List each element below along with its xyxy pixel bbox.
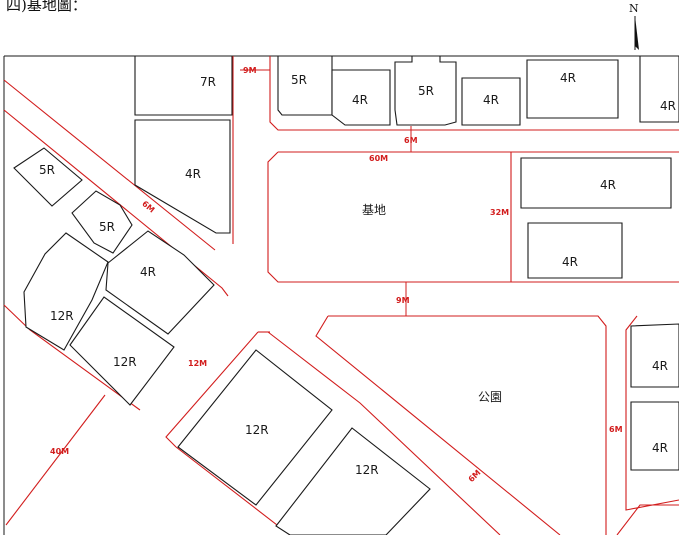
building-4r-top-4 [639,55,679,123]
road-line-diag-left [3,109,229,297]
road-line-40m [5,394,106,526]
building-4r-right-1 [630,323,679,388]
label-12r-mid-1: 12R [245,423,269,437]
label-4r-top-4: 4R [660,99,676,113]
building-5r-top [277,55,333,116]
building-4r-site-right-2 [527,222,623,279]
building-12r-left-2 [69,296,175,406]
road-label-32m: 32M [490,208,509,217]
label-4r-top-1: 4R [352,93,368,107]
label-12r-mid-2: 12R [355,463,379,477]
site-label: 基地 [362,203,386,217]
building-5r-left-1 [13,147,83,207]
label-4r-top-2: 4R [483,93,499,107]
building-5r-top-2 [394,55,457,126]
label-4r-left-tall: 4R [185,167,201,181]
road-line-mid-diag [267,331,501,535]
road-line-park-left [315,315,561,535]
north-arrow-icon: N [626,2,646,52]
label-7r: 7R [200,75,216,89]
map-caption: 四)基地圖： [6,0,87,14]
road-label-40m: 40M [50,447,69,456]
label-5r-top: 5R [291,73,307,87]
building-12r-left-1 [23,232,109,351]
road-label-6m-top: 6M [404,136,418,145]
label-12r-left-1: 12R [50,309,74,323]
road-line-bottom-mid [175,446,291,535]
road-line-right-bottom [616,504,679,535]
building-4r-top-1 [331,69,391,126]
building-4r-right-2 [630,401,679,471]
park-label: 公園 [478,390,502,404]
north-arrow-shape [634,16,639,50]
label-12r-left-2: 12R [113,355,137,369]
road-label-9m-top: 9M [243,66,257,75]
north-label: N [629,2,639,15]
map-frame [3,55,679,535]
road-line-top-left [3,79,216,251]
label-5r-left-2: 5R [99,220,115,234]
label-4r-site-right-1: 4R [600,178,616,192]
road-labels: 9M 6M 60M 32M 6M 9M 12M 40M 6M 6M [50,66,623,484]
building-5r-left-2 [71,190,133,254]
buildings [13,55,679,535]
building-12r-mid-1 [177,349,333,506]
road-line-park-top [328,315,607,535]
road-label-12m: 12M [188,359,207,368]
building-4r-left-tall [134,119,231,234]
road-line-col-270 [269,56,679,131]
label-4r-left-mid: 4R [140,265,156,279]
label-4r-top-3: 4R [560,71,576,85]
label-4r-right-2: 4R [652,441,668,455]
building-labels: 7R 5R 4R 5R 4R 4R 4R 4R 5R 5R 4R 12R 12R… [39,71,676,477]
label-4r-site-right-2: 4R [562,255,578,269]
building-4r-left-mid [105,230,215,335]
building-4r-top-2 [461,77,521,126]
label-5r-left-1: 5R [39,163,55,177]
road-label-60m: 60M [369,154,388,163]
road-line-12m [165,331,259,448]
building-4r-site-right-1 [520,157,672,209]
building-4r-top-3 [526,59,619,119]
road-label-9m-mid: 9M [396,296,410,305]
building-12r-mid-2 [275,427,431,535]
building-7r [134,55,233,116]
label-5r-top-2: 5R [418,84,434,98]
road-label-6m-right: 6M [609,425,623,434]
label-4r-right-1: 4R [652,359,668,373]
road-line-site-left [267,151,679,283]
